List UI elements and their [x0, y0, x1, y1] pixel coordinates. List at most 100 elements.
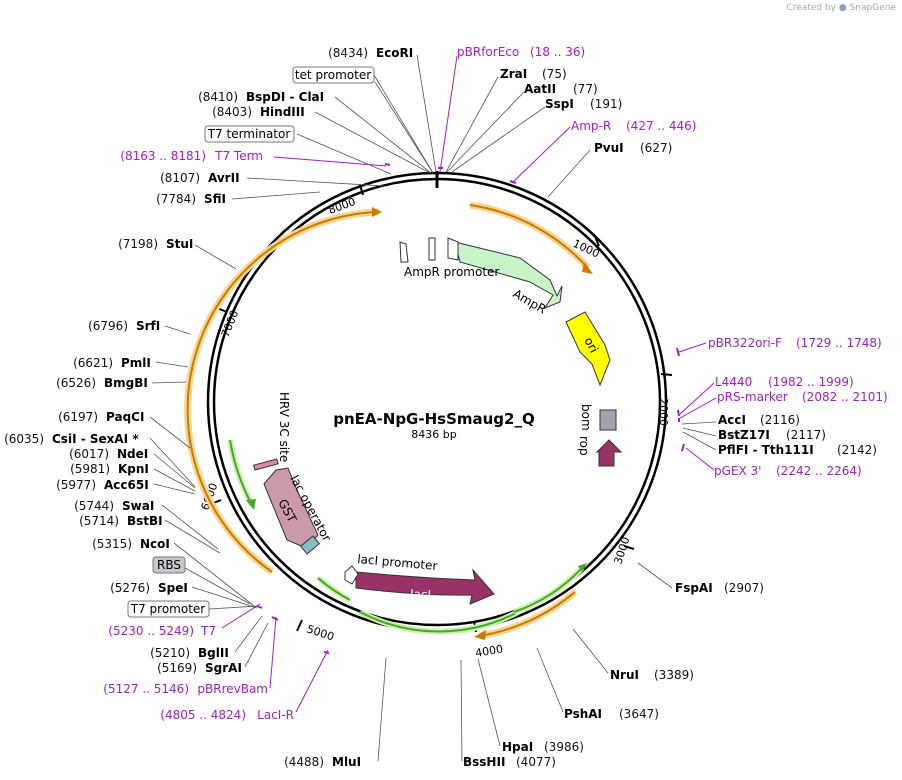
feature-promoter-small-b — [428, 237, 436, 261]
site-spei-name: SpeI — [158, 581, 188, 595]
site-pshai-name: PshAI — [564, 707, 602, 721]
primer-t7-name: T7 — [200, 624, 216, 638]
primer-connectors — [221, 55, 717, 713]
primer-t7term-name: T7 Term — [214, 149, 263, 163]
site-paqci-name: PaqCI — [106, 410, 144, 424]
site-bstbi-name: BstBI — [127, 514, 163, 528]
site-fspai-pos: (2907) — [724, 581, 764, 595]
site-csii-name: CsiI - SexAI * — [52, 432, 139, 446]
feature-ampr-promoter-head[interactable] — [447, 237, 459, 261]
primer-pbrforeco-range: (18 .. 36) — [530, 45, 585, 59]
orf-green-small-arc — [317, 577, 351, 601]
site-hpai-pos: (3986) — [544, 740, 584, 754]
site-ncoi-name: NcoI — [140, 537, 170, 551]
site-mlui-pos: (4488) — [284, 755, 324, 769]
primer-l4440-range: (1982 .. 1999) — [768, 375, 854, 389]
site-sfii-name: SfiI — [204, 192, 226, 206]
site-bspdi-pos: (8410) — [198, 90, 238, 104]
site-sgrai-pos: (5169) — [157, 661, 197, 675]
site-pflfi-pos: (2142) — [837, 443, 877, 457]
primer-t7-range: (5230 .. 5249) — [108, 624, 194, 638]
primer-labels: pBRforEco (18 .. 36) Amp-R (427 .. 446) … — [103, 45, 887, 722]
tick-8000 — [359, 184, 364, 196]
site-hindiii-pos: (8403) — [212, 105, 252, 119]
site-kpni-name: KpnI — [118, 462, 149, 476]
feature-rop[interactable] — [595, 439, 623, 467]
orf-green-bottom-arc — [359, 611, 519, 633]
t7-terminator-box — [204, 125, 295, 143]
site-ndei-pos: (6017) — [69, 447, 109, 461]
features — [253, 237, 623, 605]
site-csii-pos: (6035) — [4, 432, 44, 446]
feature-ampr[interactable] — [454, 241, 563, 310]
primer-prsmarker-name: pRS-marker — [717, 390, 788, 404]
site-pmli-pos: (6621) — [73, 356, 113, 370]
primer-lacir-range: (4805 .. 4824) — [160, 708, 246, 722]
plasmid-name: pnEA-NpG-HsSmaug2_Q — [333, 410, 534, 428]
site-acci-pos: (2116) — [760, 413, 800, 427]
credit-brand: SnapGene — [849, 3, 896, 13]
tet-promoter-label: tet promoter — [295, 68, 371, 82]
label-ampr: AmpR — [511, 286, 549, 316]
primer-pbr322ori-range: (1729 .. 1748) — [796, 336, 882, 350]
primer-ampr-range: (427 .. 446) — [626, 119, 696, 133]
snapgene-credit: Created by ● SnapGene — [786, 3, 896, 13]
site-kpni-pos: (5981) — [70, 462, 110, 476]
tick-label-3000: 3000 — [611, 535, 632, 566]
site-pflfi-name: PflFI - Tth111I — [718, 443, 814, 457]
orf-rev-halo — [479, 589, 578, 640]
feature-ori[interactable] — [565, 311, 611, 387]
primer-pgex3-range: (2242 .. 2264) — [776, 464, 862, 478]
site-bspdi-name: BspDI - ClaI — [246, 90, 324, 104]
site-connectors — [149, 54, 717, 762]
primer-prsmarker-range: (2082 .. 2101) — [802, 390, 888, 404]
site-pvui-pos: (627) — [640, 141, 672, 155]
site-nrui-name: NruI — [610, 668, 639, 682]
site-swai-name: SwaI — [122, 499, 154, 513]
site-nrui-pos: (3389) — [654, 668, 694, 682]
plasmid-size: 8436 bp — [411, 428, 456, 441]
site-paqci-pos: (6197) — [58, 410, 98, 424]
site-mlui-name: MluI — [332, 755, 361, 769]
site-pshai-pos: (3647) — [619, 707, 659, 721]
tick-1000 — [593, 233, 600, 247]
primer-marks — [256, 163, 685, 654]
orf-rev-arrow-icon — [474, 630, 486, 640]
site-ecori-name: EcoRI — [376, 46, 413, 60]
site-aatii-pos: (77) — [573, 82, 598, 96]
site-aatii-name: AatII — [524, 82, 556, 96]
tick-label-5000: 5000 — [305, 622, 336, 643]
t7-promoter-label: T7 promoter — [130, 602, 206, 616]
site-swai-pos: (5744) — [74, 499, 114, 513]
site-srfi-name: SrfI — [136, 319, 160, 333]
feature-hrv-site-box[interactable] — [253, 458, 279, 471]
primer-lacir-name: LacI-R — [257, 708, 294, 722]
feature-laci-promoter-head[interactable] — [344, 565, 359, 585]
snapgene-logo-icon: ● — [838, 3, 847, 13]
boxed-labels: tet promoter T7 terminator RBS T7 promot… — [127, 66, 375, 618]
label-rop: rop — [577, 436, 591, 456]
label-bom: bom — [579, 404, 593, 431]
site-labels: (8434) EcoRI ZraI (75) AatII (77) SspI (… — [4, 46, 877, 769]
site-bsshii-name: BssHII — [463, 755, 505, 769]
feature-bom[interactable] — [599, 409, 617, 431]
site-bglii-pos: (5210) — [150, 646, 190, 660]
site-stui-pos: (7198) — [118, 237, 158, 251]
primer-l4440-name: L4440 — [715, 375, 752, 389]
label-laci: lacI — [410, 587, 432, 602]
feature-lac-operator-box[interactable] — [299, 535, 321, 555]
site-sgrai-name: SgrAI — [205, 661, 242, 675]
boxed-connectors — [184, 74, 434, 610]
feature-promoter-small-a — [399, 241, 409, 263]
label-laci-promoter: lacI promoter — [357, 552, 438, 573]
rbs-box — [152, 556, 186, 574]
site-bstz17i-pos: (2117) — [786, 428, 826, 442]
primer-t7term-range: (8163 .. 8181) — [120, 149, 206, 163]
feature-laci[interactable] — [355, 568, 495, 605]
site-stui-name: StuI — [166, 237, 193, 251]
tick-label-7000: 7000 — [219, 308, 242, 339]
orf-arcs-green — [227, 439, 587, 635]
orf-green-right-arc — [513, 567, 583, 613]
site-sspi-name: SspI — [545, 97, 574, 111]
